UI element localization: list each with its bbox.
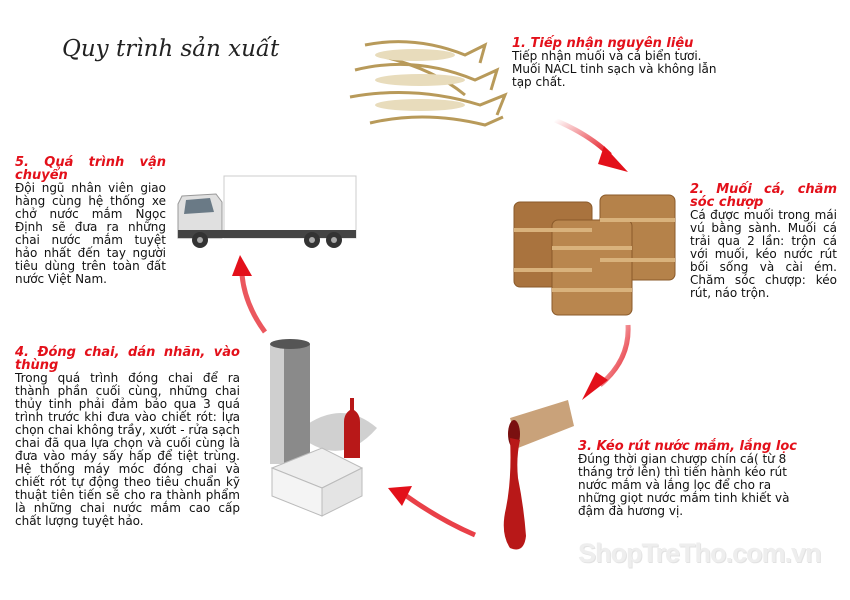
arrow-step4-to-5: [232, 255, 268, 334]
barrels-illustration: [513, 194, 676, 316]
arrow-step1-to-2: [554, 117, 628, 172]
arrow-step2-to-3: [582, 324, 631, 400]
step-2-heading: 2. Muối cá, chăm sóc chượp: [690, 182, 837, 210]
step-4: 4. Đóng chai, dán nhãn, vào thùng Trong …: [15, 346, 240, 528]
step-3: 3. Kéo rút nước mắm, lắng lọc Đúng thời …: [578, 440, 803, 518]
pouring-illustration: [503, 400, 574, 550]
step-5: 5. Quá trình vận chuyển Đội ngũ nhân viê…: [15, 156, 166, 286]
step-5-body: Đội ngũ nhân viên giao hàng cùng hệ thốn…: [15, 181, 166, 286]
step-2: 2. Muối cá, chăm sóc chượp Cá được muối …: [690, 183, 837, 300]
step-1: 1. Tiếp nhận nguyên liệu Tiếp nhận muối …: [512, 37, 717, 89]
step-1-body: Tiếp nhận muối và cá biển tươi. Muối NAC…: [512, 49, 717, 89]
step-3-body: Đúng thời gian chượp chín cá( từ 8 tháng…: [578, 452, 790, 518]
bottling-illustration: [270, 339, 377, 517]
truck-illustration: [177, 175, 357, 248]
arrow-step3-to-4: [388, 486, 476, 538]
step-1-heading: 1. Tiếp nhận nguyên liệu: [512, 36, 694, 51]
step-3-heading: 3. Kéo rút nước mắm, lắng lọc: [578, 439, 797, 454]
step-2-body: Cá được muối trong mái vú bằng sành. Muố…: [690, 208, 837, 300]
step-4-heading: 4. Đóng chai, dán nhãn, vào thùng: [15, 345, 240, 373]
step-4-body: Trong quá trình đóng chai để ra thành ph…: [15, 371, 240, 528]
watermark: ShopTreTho.com.vn: [578, 538, 822, 568]
step-5-heading: 5. Quá trình vận chuyển: [15, 155, 166, 183]
page-title: Quy trình sản xuất: [62, 36, 280, 62]
fish-illustration: [349, 40, 508, 127]
